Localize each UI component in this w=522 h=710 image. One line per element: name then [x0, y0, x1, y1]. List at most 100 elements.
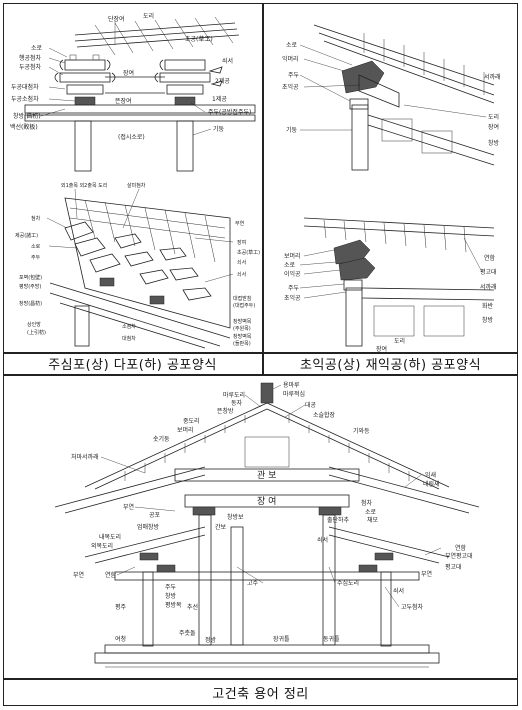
label-naemok: 내목도리	[99, 533, 121, 541]
choikgong-leaders	[299, 44, 487, 131]
label-pyeonggodae: 부연평고대	[445, 552, 473, 560]
label-judu: 주두	[165, 584, 177, 591]
label-yeonham2: 연함	[105, 571, 117, 579]
jusimpo-bracket-left	[54, 54, 116, 106]
label-changbangbo: 창방보	[227, 513, 244, 521]
jaeikgong-bracket	[333, 239, 376, 291]
choikgong-structure	[351, 104, 495, 171]
dapo-roof	[64, 197, 231, 329]
label-gidung: 기둥	[213, 125, 225, 133]
label-gojucheomcha: 고두첨차	[401, 603, 424, 611]
label-jeongbang: 정방	[205, 636, 217, 644]
label-changbang: 창방	[165, 592, 177, 600]
label-oemokdori: 외목도리	[91, 542, 113, 550]
label-pyeong-jucheom: 평방(주방)	[19, 283, 41, 290]
label-dori: 도리	[394, 337, 405, 345]
label-jangbang: 화반	[482, 302, 494, 310]
label-sigak: 쇠서	[393, 587, 404, 595]
label-jungdori: 중도리	[183, 417, 200, 425]
label-danhyeo: 단장여	[108, 15, 125, 23]
label-yongmaru: 용마루	[283, 381, 300, 389]
label-yeocheong: 여청	[115, 635, 126, 643]
label-ttonjanghyeo: 뜬창방	[217, 407, 234, 415]
label-pyeongju: 평주	[115, 603, 127, 611]
label-dongeultul: 동귀틀	[323, 635, 340, 643]
terms-floor	[94, 644, 440, 668]
label-jucheom-gongbang: 주두(공방접주두)	[208, 108, 251, 116]
label-soro: 소로	[284, 262, 296, 269]
choikgong-roof	[313, 24, 495, 104]
dapo-labels: 외1출목 외2출목 도리 살미첨차 첨차 부연 제공(諸工) 장여 소로 초공(…	[15, 182, 260, 347]
label-choikgong: 초익공	[284, 294, 301, 302]
label-budong: 부연	[235, 220, 245, 227]
label-ucho: 주춧돌	[179, 629, 196, 637]
label-pyeongbang: 평방목	[165, 601, 182, 609]
label-janghyeo: 장여	[376, 345, 387, 353]
jusimpo-rafters	[74, 16, 240, 56]
label-daejeom2: (대접주두)	[233, 302, 255, 309]
label-gotju: 고주	[247, 580, 259, 587]
label-ikgong: 이익공	[284, 270, 301, 278]
label-cheomcha: 첨차	[361, 499, 373, 507]
label-seokhyeo: 서까래	[484, 73, 501, 81]
terms-labels: 용마루 마루적심 마루도리 동자 뜬창방 대공 소슬합장 기와등 중도리 보머리…	[71, 381, 473, 644]
label-chogong: 초공(草工)	[185, 35, 213, 43]
jaeikgong-leaders	[299, 237, 483, 299]
label-maru-dori: 마루도리	[223, 391, 245, 399]
label-maru-jeoksim: 마루적심	[283, 390, 305, 398]
label-dori: 도리	[143, 12, 154, 20]
label-ikmyeori: 보머리	[284, 252, 301, 260]
label-dugong-daecheomcha: 두공대첨차	[11, 83, 39, 91]
terms-ridge	[84, 382, 450, 490]
label-ikmyeori: 익머리	[282, 55, 299, 63]
bottom-caption-divider	[3, 678, 518, 680]
jusimpo-leaders	[40, 21, 212, 136]
label-kwanbo: 관 보	[257, 470, 276, 481]
jaeikgong-roof	[303, 217, 495, 253]
label-changbangbyeok4: (들판목)	[233, 340, 251, 347]
terms-brackets	[139, 506, 394, 573]
label-ttonjanghyeo: 뜬장여	[115, 97, 132, 105]
label-iksa: 익새	[425, 471, 436, 479]
label-changbang: 창방(昌枋)	[13, 112, 41, 120]
label-jehyeongsang: 제공(諸工)	[15, 232, 38, 239]
label-ganbo: 간보	[215, 523, 227, 531]
label-gidung: 기둥	[286, 126, 298, 134]
label-daegong: 대공	[305, 401, 317, 409]
label-budong3: 부연	[73, 571, 84, 579]
label-sochumcha: 소첨차	[122, 323, 136, 330]
label-changbang: 창방	[488, 139, 500, 147]
label-sang-bang: 상인방	[27, 321, 41, 328]
label-ilgong: 1제공	[212, 95, 227, 103]
label-baekseoseunbang: 백선(敗板)	[10, 123, 38, 131]
choikgong-drawing: 소로 익머리 주두 초익공 기둥 서까래 도리 장여 창방	[282, 24, 501, 171]
label-chogong: 초공(草工)	[237, 249, 260, 256]
label-sosure: 소슬합장	[313, 411, 336, 419]
label-dongja: 동자	[231, 399, 243, 407]
label-soro: 소로	[31, 244, 41, 250]
caption-jusimpo-dapo-text: 주심포(상) 다포(하) 공포양식	[48, 358, 217, 373]
jaeikgong-drawing: 보머리 소로 이익공 주두 초익공 연함 평고대 서까래 화반 창방 도리 장여	[284, 217, 497, 353]
label-yeonham: 연함	[484, 254, 496, 262]
label-budong: 부연	[123, 503, 134, 511]
caption-choikgong-jaeikgong-text: 초익공(상) 재익공(하) 공포양식	[299, 358, 482, 373]
jusimpo-beams	[24, 76, 256, 122]
label-sang-bang2: (上引枋)	[27, 329, 46, 336]
label-dugong-socheomcha: 두공소첨차	[11, 95, 39, 103]
label-giwa: 기와등	[353, 427, 370, 435]
caption-top-divider	[3, 352, 518, 354]
label-janghyeo: 장여	[123, 69, 134, 77]
label-omaechangbang: 엄매창방	[137, 523, 160, 531]
jusimpo-drawing: 단장여 도리 초공(草工) 소로 행공첨차 두공첨차 쇠서 장여 2제공 두공대…	[10, 12, 256, 172]
jusimpo-labels: 단장여 도리 초공(草工) 소로 행공첨차 두공첨차 쇠서 장여 2제공 두공대…	[10, 12, 251, 141]
label-sogseo-2: 쇠서	[237, 271, 246, 278]
choikgong-labels: 소로 익머리 주두 초익공 기둥 서까래 도리 장여 창방	[282, 42, 501, 147]
label-daecheomcha: 대첨차	[122, 335, 136, 342]
label-sogseo: 쇠서	[237, 259, 246, 266]
choikgong-bracket	[341, 60, 400, 110]
label-judu: 주두	[288, 72, 300, 79]
label-changbangbyeok2: (주원목)	[233, 325, 251, 332]
terms-leaders	[100, 384, 442, 608]
label-changbang: 창방(昌枋)	[19, 300, 42, 307]
label-pyeongbang2: 포벽(包壁)	[19, 274, 42, 281]
